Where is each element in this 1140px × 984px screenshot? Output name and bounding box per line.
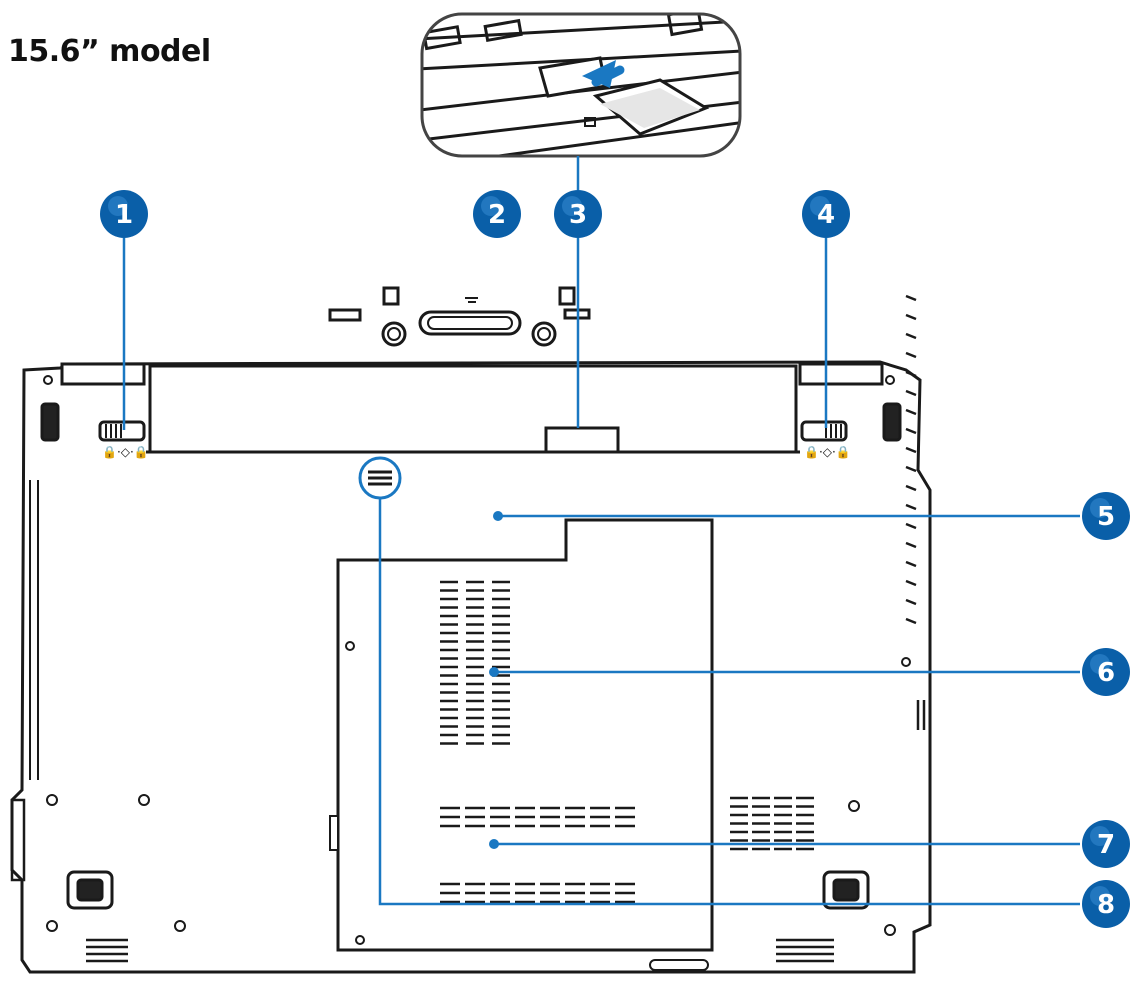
memory-vent [440,580,510,745]
callout-8: 8 [1082,880,1130,928]
grille-slot [905,389,917,397]
grille-slot [905,560,917,568]
grille-slot [905,351,917,359]
page-title: 15.6” model [8,34,211,69]
leader-dot-6 [489,667,499,677]
callout-number: 8 [1097,890,1115,920]
callout-6: 6 [1082,648,1130,696]
callout-number: 5 [1097,502,1115,532]
grille-slot [905,313,917,321]
card-slot-inset [420,12,742,158]
docking-port [328,286,591,347]
callout-number: 3 [569,200,587,230]
callout-number: 6 [1097,658,1115,688]
grille-slot [905,541,917,549]
callout-number: 7 [1097,830,1115,860]
leader-dot-7 [489,839,499,849]
card-insert-arrow-icon [582,60,625,88]
grille-slot [905,332,917,340]
leader-dot-5 [493,511,503,521]
memory-icon [358,456,402,500]
callout-number: 4 [817,200,835,230]
callout-number: 1 [115,200,133,230]
battery-latch-right: 🔒·◇·🔒 [800,402,902,459]
hdd-vent-bottom [440,882,635,904]
fan-vent [730,796,814,851]
grille-slot [905,579,917,587]
callout-5: 5 [1082,492,1130,540]
callout-2: 2 [473,190,521,238]
grille-slot [905,484,917,492]
lock-icon: 🔒·◇·🔒 [804,445,851,459]
screws [43,375,911,936]
callout-7: 7 [1082,820,1130,868]
callout-number: 2 [488,200,506,230]
leader-line-8 [378,498,1080,906]
battery-latch-left: 🔒·◇·🔒 [40,402,149,459]
grille-slot [905,427,917,435]
grille-slot [905,598,917,606]
side-grille [905,294,917,625]
grille-slot [905,370,917,378]
callout-4: 4 [802,190,850,238]
speaker-left [86,938,128,963]
hdd-vent-top [440,806,635,828]
grille-slot [905,522,917,530]
rubber-feet [66,870,870,910]
grille-slot [905,294,917,302]
speaker-right [776,938,834,963]
compartment-cover [329,518,714,971]
side-edge [10,700,926,882]
lock-icon: 🔒·◇·🔒 [102,445,149,459]
grille-slot [905,408,917,416]
callout-1: 1 [100,190,148,238]
callout-3: 3 [554,190,602,238]
grille-slot [905,503,917,511]
grille-slot [905,465,917,473]
grille-slot [905,446,917,454]
grille-slot [905,617,917,625]
